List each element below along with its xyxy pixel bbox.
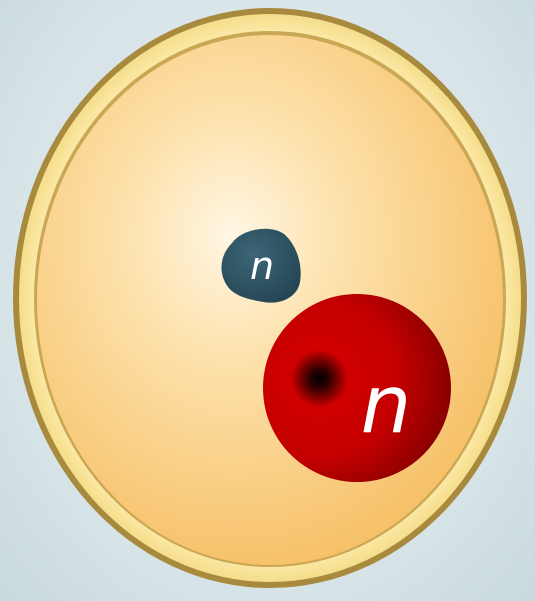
small-nucleus-label: n <box>250 244 274 288</box>
large-nucleus-shape <box>263 294 451 482</box>
large-nucleus-label: n <box>361 358 412 451</box>
large-nucleus: n <box>263 294 451 482</box>
